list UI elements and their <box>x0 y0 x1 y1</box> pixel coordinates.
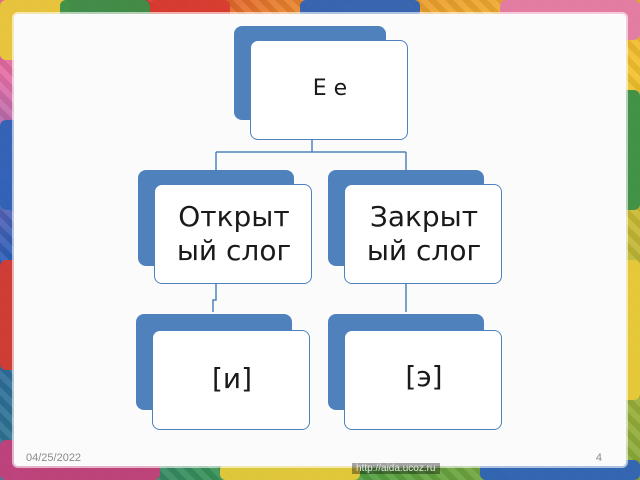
open-syllable-node: Открыт ый слог <box>138 170 314 286</box>
root-label: Е е <box>312 76 348 101</box>
watermark-url: http://aida.ucoz.ru <box>352 463 440 474</box>
sound-e-label: [э] <box>405 360 443 393</box>
closed-syllable-label-line2: ый слог <box>366 234 482 267</box>
slide-page-number: 4 <box>595 452 602 464</box>
connector-open-to-i <box>212 284 217 312</box>
closed-syllable-label-line1: Закрыт <box>369 200 479 233</box>
open-syllable-label-line1: Открыт <box>178 200 290 233</box>
sound-i-node: [и] <box>136 314 312 430</box>
open-syllable-label-line2: ый слог <box>176 234 292 267</box>
sound-i-label: [и] <box>211 362 253 395</box>
root-node: Е е <box>234 26 410 140</box>
slide-date: 04/25/2022 <box>26 452 82 464</box>
closed-syllable-node: Закрыт ый слог <box>328 170 504 286</box>
sound-e-node: [э] <box>328 314 504 430</box>
